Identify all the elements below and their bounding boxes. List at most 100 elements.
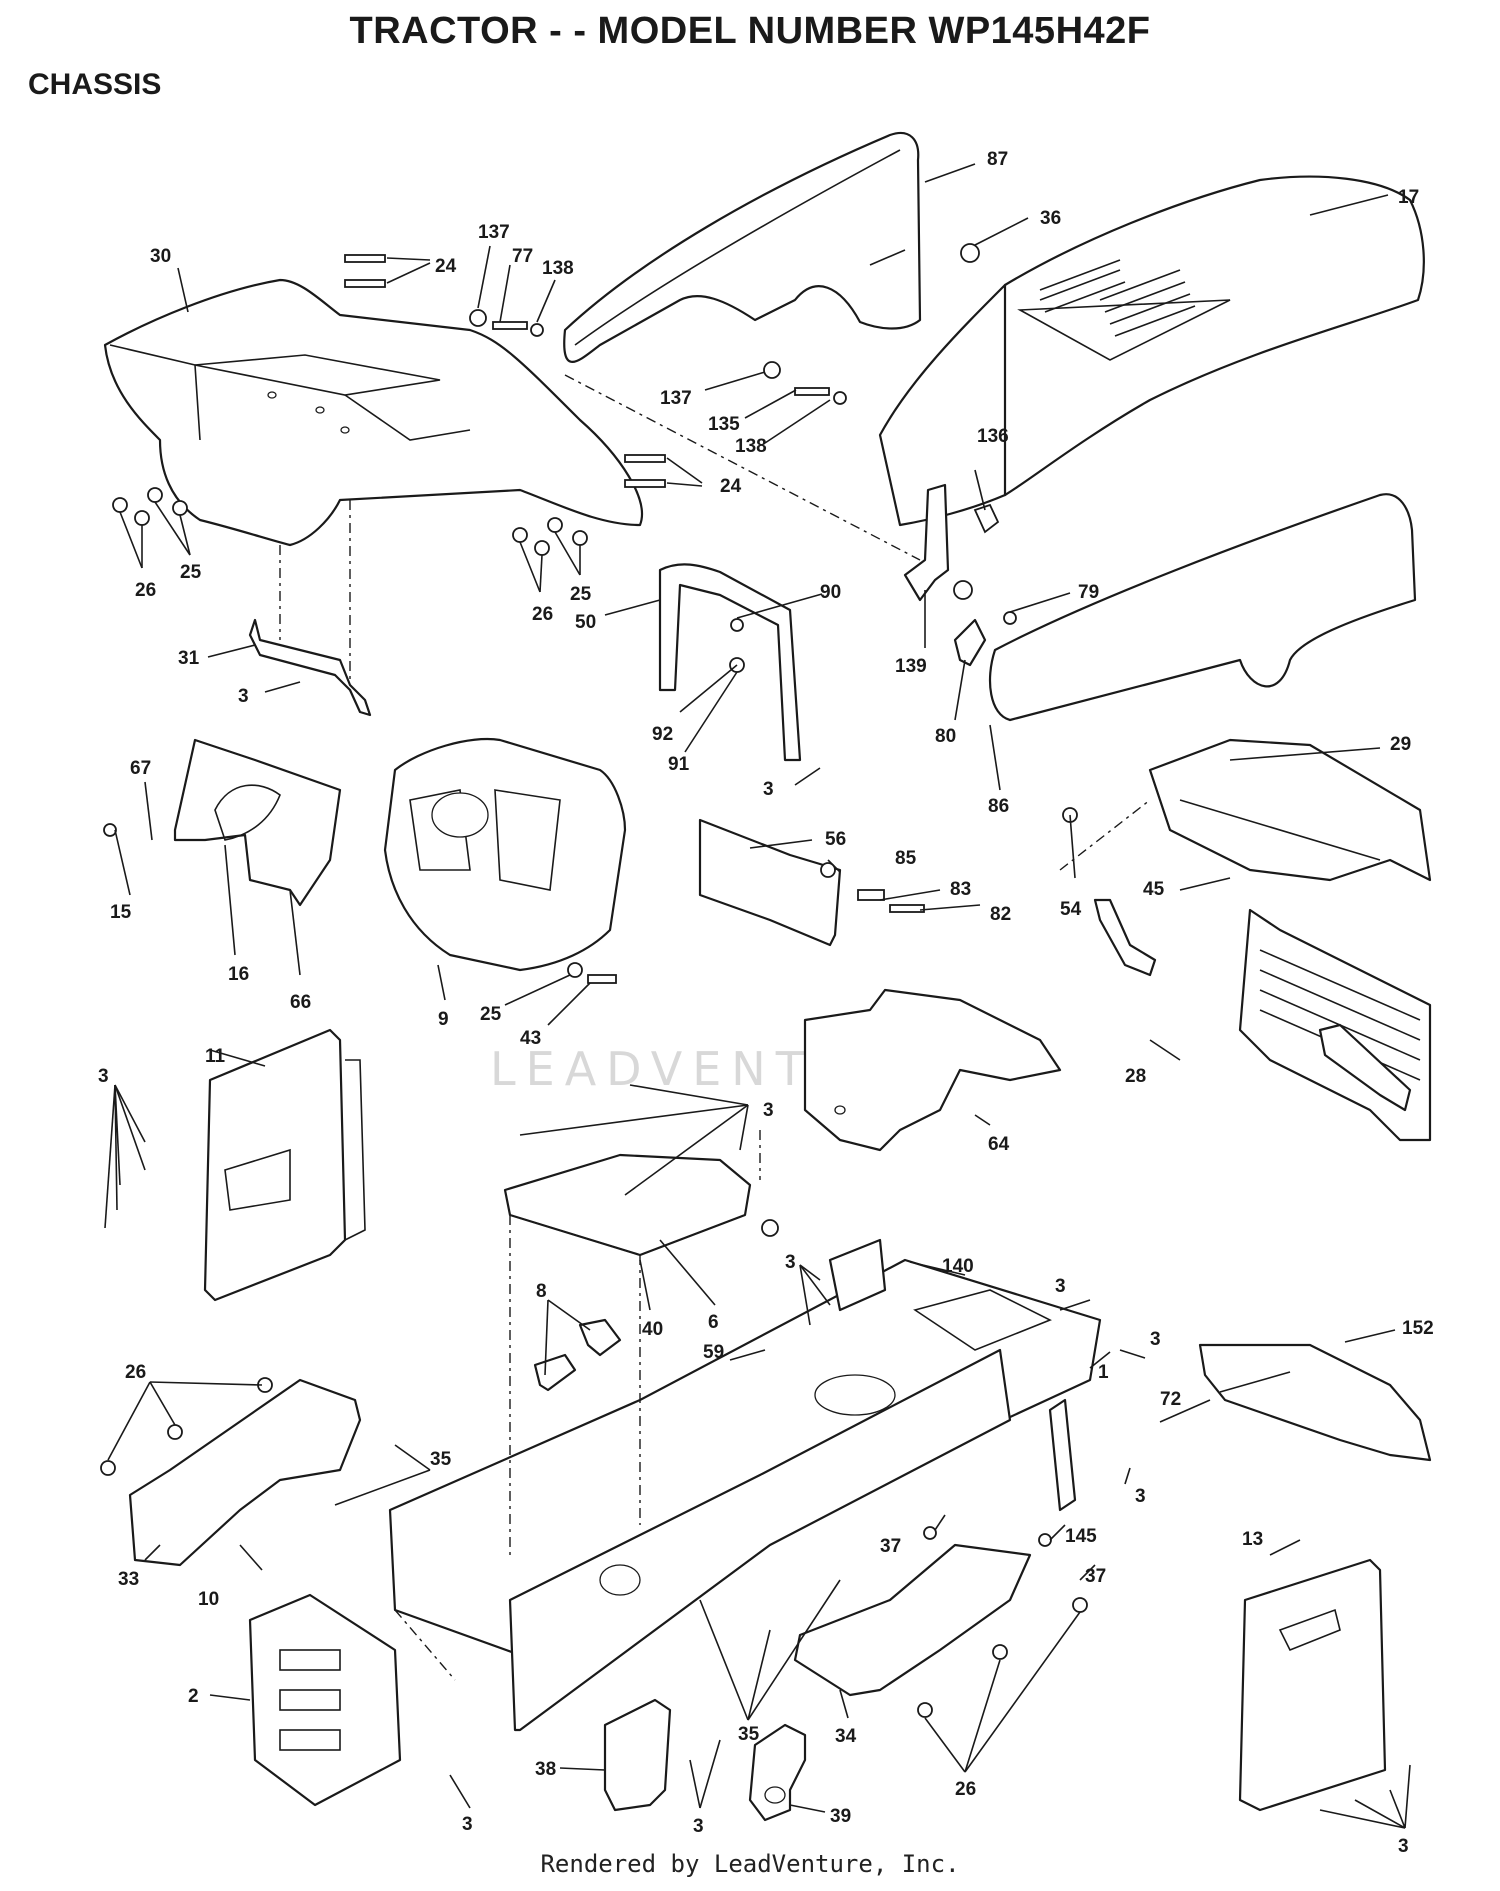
footrest-33: [128, 1378, 362, 1567]
callout-30: 30: [150, 246, 171, 267]
callout-33: 33: [118, 1569, 139, 1590]
callout-26b: 26: [532, 604, 553, 625]
footrest-34: [793, 1543, 1032, 1697]
main-frame-1: [388, 1238, 1102, 1732]
callout-45: 45: [1143, 879, 1165, 900]
seat-bracket-50: [658, 563, 802, 762]
callout-25a: 25: [180, 562, 202, 583]
callout-9: 9: [438, 1009, 449, 1030]
callout-6: 6: [708, 1312, 719, 1333]
seat-springs-8: [533, 1318, 622, 1392]
bracket-39: [748, 1723, 807, 1822]
callout-138b: 138: [735, 436, 767, 457]
callout-38: 38: [535, 1759, 556, 1780]
callout-135: 135: [708, 414, 740, 435]
bracket-38: [603, 1698, 672, 1812]
callout-34: 34: [835, 1726, 857, 1747]
dash-panel-87: [563, 132, 922, 363]
callout-86: 86: [988, 796, 1009, 817]
callout-25b: 25: [570, 584, 592, 605]
hood-side-panel-86: [988, 493, 1417, 722]
deflector-72: [1198, 1343, 1432, 1462]
hood-17: [878, 175, 1425, 527]
callout-152: 152: [1402, 1318, 1434, 1339]
callout-85: 85: [895, 848, 917, 869]
callout-26a: 26: [135, 580, 156, 601]
callout-139: 139: [895, 656, 927, 677]
callout-90: 90: [820, 582, 841, 603]
callout-35a: 35: [430, 1449, 452, 1470]
plate-64: [803, 988, 1062, 1152]
callout-3h: 3: [1135, 1486, 1146, 1507]
callout-138a: 138: [542, 258, 574, 279]
callout-3c: 3: [98, 1066, 109, 1087]
callout-3b: 3: [763, 779, 774, 800]
callout-3i: 3: [693, 1816, 704, 1837]
callout-43: 43: [520, 1028, 541, 1049]
hardware: [100, 243, 1088, 1718]
callout-1: 1: [1098, 1362, 1109, 1383]
heat-shield-66: [173, 738, 342, 907]
grille-frame-28: [1093, 898, 1432, 1142]
callout-24a: 24: [435, 256, 457, 277]
leader-lines: [104, 163, 1411, 1829]
callout-77: 77: [512, 246, 533, 267]
callout-87: 87: [987, 149, 1008, 170]
callout-145: 145: [1065, 1526, 1097, 1547]
callout-3d: 3: [763, 1100, 774, 1121]
callout-3a: 3: [238, 686, 249, 707]
side-plate-11: [203, 1028, 366, 1302]
callout-29: 29: [1390, 734, 1411, 755]
callout-28: 28: [1125, 1066, 1146, 1087]
callout-31: 31: [178, 648, 200, 669]
callout-35b: 35: [738, 1724, 760, 1745]
callout-8: 8: [536, 1281, 547, 1302]
part-callouts: 87 36 17 30 137 77 138 24 137 135 138 13…: [98, 149, 1434, 1857]
callout-15: 15: [110, 902, 132, 923]
callout-40: 40: [642, 1319, 663, 1340]
fender-bracket-31: [248, 618, 372, 717]
callout-37a: 37: [880, 1536, 901, 1557]
callout-11: 11: [205, 1046, 226, 1067]
latch-80: [953, 618, 987, 667]
callout-2: 2: [188, 1686, 199, 1707]
callout-36: 36: [1040, 208, 1061, 229]
section-heading: CHASSIS: [28, 68, 162, 101]
callout-17: 17: [1398, 187, 1419, 208]
callout-10: 10: [198, 1589, 219, 1610]
callout-25c: 25: [480, 1004, 502, 1025]
callout-137a: 137: [478, 222, 510, 243]
callout-67: 67: [130, 758, 151, 779]
footer-credit: Rendered by LeadVenture, Inc.: [540, 1850, 960, 1878]
front-bracket-2: [248, 1593, 402, 1807]
callout-37b: 37: [1085, 1566, 1106, 1587]
callout-64: 64: [988, 1134, 1010, 1155]
alignment-lines: [279, 374, 1151, 1681]
callout-79: 79: [1078, 582, 1099, 603]
callout-92: 92: [652, 724, 673, 745]
callout-66: 66: [290, 992, 311, 1013]
callout-3j: 3: [462, 1814, 473, 1835]
callout-137b: 137: [660, 388, 692, 409]
side-plate-13: [1238, 1558, 1387, 1812]
rear-fender-30: [103, 278, 643, 547]
callout-24b: 24: [720, 476, 742, 497]
callout-3g: 3: [1150, 1329, 1161, 1350]
callout-3e: 3: [785, 1252, 796, 1273]
callout-26c: 26: [125, 1362, 146, 1383]
callout-59: 59: [703, 1342, 724, 1363]
grille-29: [1148, 738, 1432, 882]
callout-82: 82: [990, 904, 1011, 925]
seat-pan-6: [503, 1153, 752, 1257]
callout-83: 83: [950, 879, 971, 900]
callout-13: 13: [1242, 1529, 1263, 1550]
console-9: [383, 738, 627, 972]
callout-54: 54: [1060, 899, 1082, 920]
panel-56: [698, 818, 842, 947]
callout-3k: 3: [1398, 1836, 1409, 1857]
callout-39: 39: [830, 1806, 851, 1827]
callout-56: 56: [825, 829, 846, 850]
callout-16: 16: [228, 964, 249, 985]
callout-140: 140: [942, 1256, 974, 1277]
callout-26d: 26: [955, 1779, 976, 1800]
